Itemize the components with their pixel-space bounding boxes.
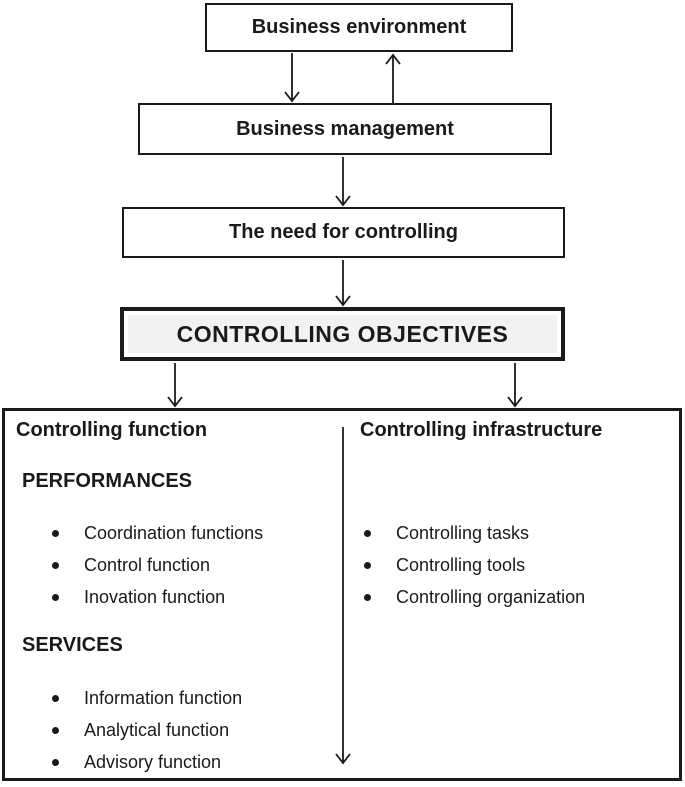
box-controlling-objectives-label: CONTROLLING OBJECTIVES xyxy=(176,320,509,347)
panel-controlling-detail xyxy=(2,408,682,781)
box-controlling-objectives-fill: CONTROLLING OBJECTIVES xyxy=(128,315,557,353)
list-item: Information function xyxy=(52,682,242,714)
arrow-down-objectives-to-panel-right-icon xyxy=(507,363,523,408)
list-item: Analytical function xyxy=(52,714,242,746)
list-item-label: Inovation function xyxy=(84,586,226,607)
arrow-down-need-to-objectives-icon xyxy=(335,260,351,307)
panel-left-heading: Controlling function xyxy=(16,419,208,441)
bullet-icon xyxy=(52,726,59,734)
bullet-icon xyxy=(52,758,59,766)
arrow-up-mgmt-to-env-icon xyxy=(385,53,401,103)
list-item-label: Advisory function xyxy=(84,751,222,772)
performances-title: PERFORMANCES xyxy=(22,470,193,492)
bullet-icon xyxy=(52,529,59,537)
bullet-icon xyxy=(364,529,371,537)
list-item: Control function xyxy=(52,549,263,581)
list-item-label: Information function xyxy=(84,687,243,708)
arrow-down-env-to-mgmt-icon xyxy=(284,53,300,103)
bullet-icon xyxy=(364,593,371,601)
box-business-management: Business management xyxy=(138,103,552,155)
box-controlling-objectives: CONTROLLING OBJECTIVES xyxy=(120,307,565,361)
box-business-environment: Business environment xyxy=(205,3,513,52)
list-item: Advisory function xyxy=(52,746,242,778)
box-business-environment-label: Business environment xyxy=(251,16,467,38)
list-item-label: Controlling tools xyxy=(396,554,526,575)
list-item: Controlling tasks xyxy=(364,517,585,549)
list-item-label: Coordination functions xyxy=(84,522,264,543)
panel-right-heading: Controlling infrastructure xyxy=(360,419,603,441)
list-item: Inovation function xyxy=(52,581,263,613)
services-title: SERVICES xyxy=(22,634,123,656)
list-item-label: Controlling tasks xyxy=(396,522,530,543)
bullet-icon xyxy=(364,561,371,569)
box-need-for-controlling-label: The need for controlling xyxy=(229,221,458,243)
box-need-for-controlling: The need for controlling xyxy=(122,207,565,258)
list-item-label: Analytical function xyxy=(84,719,230,740)
performances-list: Coordination functions Control function … xyxy=(52,517,263,613)
list-item-label: Control function xyxy=(84,554,211,575)
services-list: Information function Analytical function… xyxy=(52,682,242,778)
bullet-icon xyxy=(52,593,59,601)
arrow-down-objectives-to-panel-left-icon xyxy=(167,363,183,408)
bullet-icon xyxy=(52,694,59,702)
list-item: Controlling tools xyxy=(364,549,585,581)
arrow-down-mgmt-to-need-icon xyxy=(335,157,351,207)
list-item-label: Controlling organization xyxy=(396,586,586,607)
infrastructure-list: Controlling tasks Controlling tools Cont… xyxy=(364,517,585,613)
box-business-management-label: Business management xyxy=(236,117,454,140)
list-item: Controlling organization xyxy=(364,581,585,613)
list-item: Coordination functions xyxy=(52,517,263,549)
bullet-icon xyxy=(52,561,59,569)
